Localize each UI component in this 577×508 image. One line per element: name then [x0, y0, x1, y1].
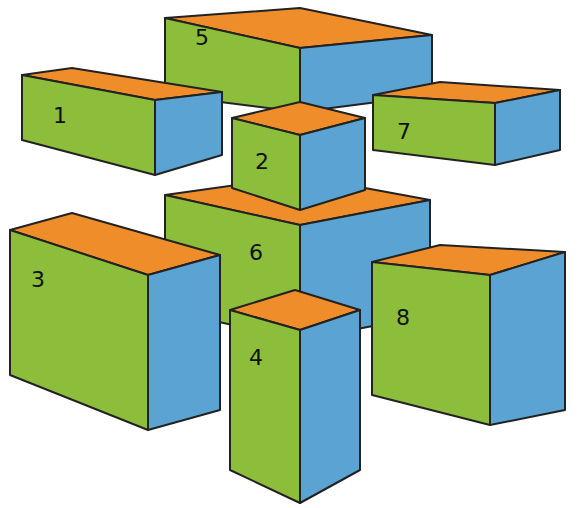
cuboid-block: 1: [22, 68, 222, 175]
cuboid-shape: [10, 213, 220, 430]
cuboid-block: 7: [373, 82, 560, 165]
side-face: [148, 255, 220, 430]
callout-number: 2: [255, 151, 269, 173]
cuboid-block: 3: [10, 213, 220, 430]
cuboid-block: 4: [230, 290, 360, 503]
callout-number: 6: [249, 242, 263, 264]
callout-number: 7: [397, 121, 411, 143]
front-face: [230, 310, 300, 503]
front-face: [373, 95, 495, 165]
front-face: [372, 262, 490, 425]
cuboid-shape: [22, 68, 222, 175]
callout-number: 1: [53, 105, 67, 127]
callout-number: 3: [31, 269, 45, 291]
cuboid-shape: [372, 245, 565, 425]
cuboid-block: 8: [372, 245, 565, 425]
cuboid-shape: [230, 290, 360, 503]
side-face: [300, 310, 360, 503]
front-face: [10, 230, 148, 430]
callout-number: 4: [249, 347, 263, 369]
front-face: [22, 75, 155, 175]
cuboid-block: 2: [232, 102, 365, 210]
side-face: [490, 252, 565, 425]
side-face: [495, 90, 560, 165]
cuboid-shape: [232, 102, 365, 210]
callout-number: 8: [396, 307, 410, 329]
callout-number: 5: [195, 27, 209, 49]
side-face: [155, 92, 222, 175]
